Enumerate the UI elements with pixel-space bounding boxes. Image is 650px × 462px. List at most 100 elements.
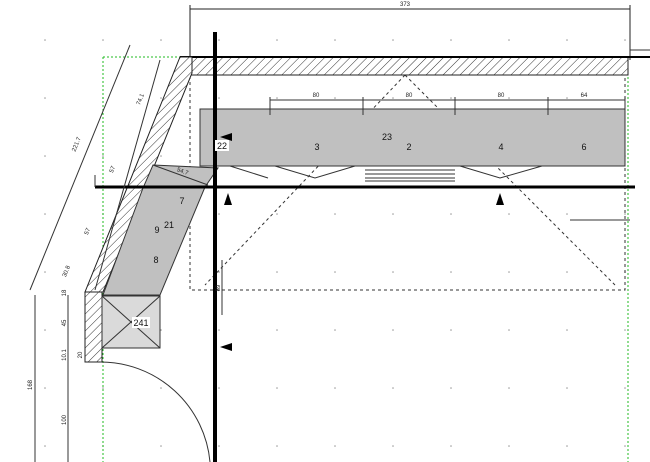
- grid-dot: [334, 213, 336, 215]
- arrow-left-icon: [220, 133, 232, 141]
- label-2: 2: [406, 142, 411, 152]
- grid-dot: [566, 213, 568, 215]
- arrow-up-icon: [496, 193, 504, 205]
- diagonal-dimensions: 221.7 74.1 57 57 30.8 54.7 18 45 10.1 20…: [28, 92, 222, 425]
- grid-dot: [276, 271, 278, 273]
- grid-dot: [566, 39, 568, 41]
- grid-dot: [334, 97, 336, 99]
- label-241: 241: [133, 318, 148, 328]
- section-arrows: [220, 133, 504, 351]
- grid-dot: [44, 97, 46, 99]
- grid-dot: [624, 387, 626, 389]
- grid-dot: [160, 39, 162, 41]
- dim-seg-2: 80: [406, 93, 413, 99]
- grid-dot: [276, 387, 278, 389]
- label-8: 8: [153, 255, 158, 265]
- grid-dot: [44, 445, 46, 447]
- grid-dot: [508, 329, 510, 331]
- arrow-up-icon: [224, 193, 232, 205]
- dim-221-7: 221.7: [71, 136, 82, 153]
- dim-10-1: 10.1: [62, 349, 68, 361]
- element-labels: 22 3 23 2 4 6 7 21 9 8 241: [132, 132, 587, 328]
- segment-dimensions: [269, 97, 626, 115]
- dim-57-a: 57: [109, 165, 117, 174]
- label-9: 9: [154, 225, 159, 235]
- grid-dot: [218, 271, 220, 273]
- dim-89: 89: [216, 284, 222, 291]
- grid-dot: [218, 329, 220, 331]
- grid-dot: [392, 39, 394, 41]
- dim-57-b: 57: [84, 227, 92, 236]
- grid-dot: [508, 213, 510, 215]
- dim-18: 18: [62, 289, 68, 296]
- label-21: 21: [164, 220, 174, 230]
- dim-20: 20: [78, 351, 84, 358]
- grid-dot: [624, 39, 626, 41]
- grid-dot: [508, 445, 510, 447]
- label-7: 7: [179, 196, 184, 206]
- dim-45: 45: [62, 319, 68, 326]
- grid-dot: [276, 329, 278, 331]
- grid-dot: [450, 39, 452, 41]
- grid-dot: [508, 97, 510, 99]
- grid-dot: [44, 213, 46, 215]
- dim-seg-1: 80: [313, 93, 320, 99]
- grid-dot: [218, 39, 220, 41]
- grid-dot: [218, 387, 220, 389]
- dim-100: 100: [62, 414, 68, 425]
- grid-dot: [450, 445, 452, 447]
- grid-dot: [624, 445, 626, 447]
- label-22: 22: [217, 141, 227, 151]
- column-wall: [84, 291, 103, 363]
- grid-dot: [44, 329, 46, 331]
- grid-dot: [276, 39, 278, 41]
- grid-dot: [624, 329, 626, 331]
- label-6: 6: [581, 142, 586, 152]
- grid-dot: [508, 39, 510, 41]
- grid-dot: [392, 213, 394, 215]
- grid-dot: [102, 39, 104, 41]
- grid-dot: [508, 271, 510, 273]
- grid-dot: [334, 39, 336, 41]
- grid-dot: [566, 387, 568, 389]
- label-23: 23: [382, 132, 392, 142]
- grid-dot: [566, 329, 568, 331]
- dim-168: 168: [28, 379, 34, 390]
- label-4: 4: [498, 142, 503, 152]
- door-swings: [229, 165, 543, 182]
- label-3: 3: [314, 142, 319, 152]
- grid-dot: [334, 387, 336, 389]
- grid-dot: [508, 387, 510, 389]
- grid-dot: [450, 329, 452, 331]
- grid-dot: [160, 155, 162, 157]
- grid-dot: [44, 155, 46, 157]
- grid-dot: [334, 329, 336, 331]
- grid-dot: [160, 97, 162, 99]
- grid-dot: [276, 97, 278, 99]
- grid-dot: [392, 271, 394, 273]
- dim-30-8: 30.8: [62, 264, 72, 278]
- grid-dot: [44, 387, 46, 389]
- grid-dot: [102, 387, 104, 389]
- grid-dot: [334, 445, 336, 447]
- overall-dimension: [189, 5, 631, 60]
- grid-dot: [392, 387, 394, 389]
- grid-dot: [450, 271, 452, 273]
- top-wall: [179, 56, 629, 76]
- arrow-left-icon: [220, 343, 232, 351]
- reference-lines: [29, 44, 650, 462]
- grid-dot: [450, 387, 452, 389]
- grid-dot: [566, 271, 568, 273]
- dashed-outline: [189, 74, 626, 291]
- grid-dot: [276, 213, 278, 215]
- grid-dot: [392, 329, 394, 331]
- dim-74-1: 74.1: [136, 92, 146, 106]
- dim-54-7: 54.7: [176, 167, 190, 177]
- grid-dot: [276, 445, 278, 447]
- grid-dot: [392, 445, 394, 447]
- grid-dot: [102, 155, 104, 157]
- grid-dot: [392, 97, 394, 99]
- dim-seg-4: 64: [581, 93, 588, 99]
- grid-dot: [160, 445, 162, 447]
